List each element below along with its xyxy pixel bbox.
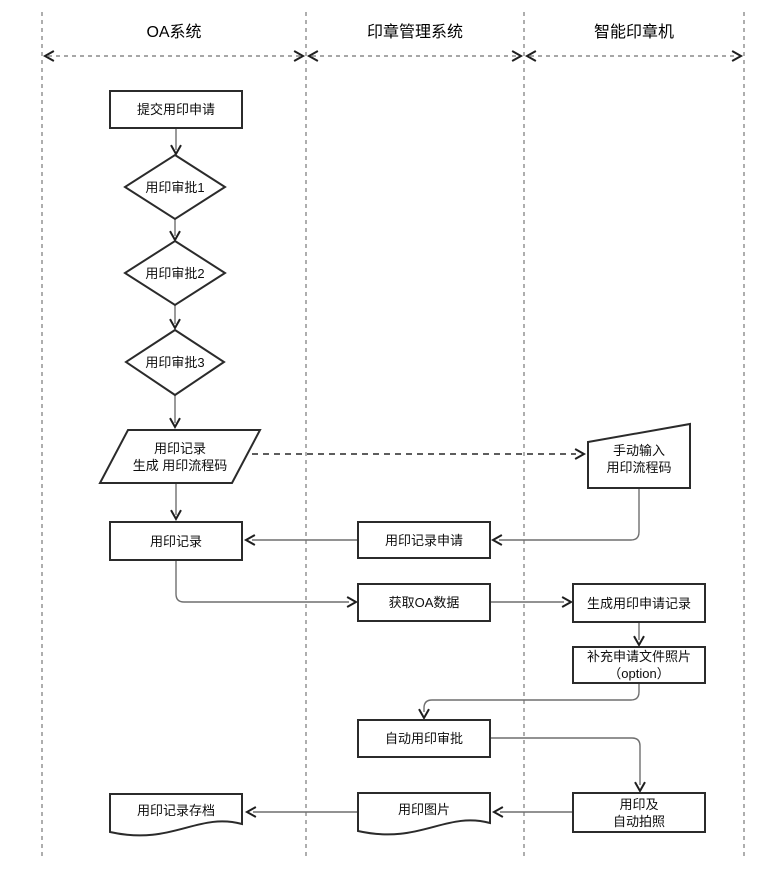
arrow-right-icon xyxy=(731,50,744,62)
node-fetch-oa-data: 获取OA数据 xyxy=(388,595,460,610)
node-manual-input-code: 手动输入 用印流程码 xyxy=(606,443,672,475)
node-generate-request-record: 生成用印申请记录 xyxy=(586,595,691,611)
shape-manual-input xyxy=(587,422,691,489)
lane-separators xyxy=(41,12,745,858)
arrow-right-icon xyxy=(346,596,359,608)
arrow-right-icon xyxy=(574,448,587,460)
connector-photooption-autoapprove xyxy=(423,683,640,712)
shape-record xyxy=(109,521,243,561)
arrow-left-icon xyxy=(42,50,55,62)
node-photo-option: 补充申请文件照片 （option） xyxy=(586,649,691,681)
node-approval-2: 用印审批2 xyxy=(145,265,205,281)
node-record-generate-code: 用印记录 生成 用印流程码 xyxy=(132,440,228,473)
shape-stamp-and-photo xyxy=(572,792,706,833)
arrow-down-icon xyxy=(634,781,646,794)
connectors xyxy=(169,128,646,818)
node-submit-application: 提交用印申请 xyxy=(136,102,215,117)
lane-header-seal-management-system: 印章管理系统 xyxy=(366,24,463,41)
node-stamp-image: 用印图片 xyxy=(397,802,450,817)
arrow-left-icon xyxy=(306,50,319,62)
node-stamp-and-photo: 用印及 自动拍照 xyxy=(612,796,665,829)
shape-record-gen-parallelogram xyxy=(98,429,262,484)
arrow-down-icon xyxy=(170,144,182,157)
node-auto-approve: 自动用印审批 xyxy=(384,731,463,746)
arrow-right-icon xyxy=(561,596,574,608)
shape-generate-request-record xyxy=(572,583,706,623)
node-archive: 用印记录存档 xyxy=(136,803,215,818)
shape-stamp-image-document xyxy=(357,792,491,836)
arrow-left-icon xyxy=(491,806,504,818)
arrow-left-icon xyxy=(244,806,257,818)
node-shapes xyxy=(98,90,706,837)
arrow-down-icon xyxy=(418,708,430,721)
shape-approval-3-diamond xyxy=(124,328,226,397)
lane-span-arrows xyxy=(42,50,744,62)
shape-record-request xyxy=(357,521,491,559)
node-record-request: 用印记录申请 xyxy=(384,532,463,548)
arrow-right-icon xyxy=(511,50,524,62)
node-record: 用印记录 xyxy=(149,533,202,549)
shape-submit-application xyxy=(109,90,243,129)
connector-autoapprove-stampphoto xyxy=(490,737,641,785)
shape-archive-document xyxy=(109,793,243,837)
arrow-down-icon xyxy=(170,509,182,522)
shape-auto-approve xyxy=(357,719,491,758)
lane-header-smart-seal-machine: 智能印章机 xyxy=(593,24,674,41)
arrow-left-icon xyxy=(490,534,503,546)
shape-fetch-oa-data xyxy=(357,583,491,622)
arrow-down-icon xyxy=(633,635,645,648)
arrow-right-icon xyxy=(293,50,306,62)
node-approval-3: 用印审批3 xyxy=(145,355,205,370)
arrow-down-icon xyxy=(169,318,181,331)
arrow-left-icon xyxy=(243,534,256,546)
shape-approval-1-diamond xyxy=(123,153,227,221)
node-approval-1: 用印审批1 xyxy=(145,179,205,195)
shape-photo-option xyxy=(572,646,706,684)
shape-approval-2-diamond xyxy=(123,239,227,307)
arrow-down-icon xyxy=(169,417,181,430)
lane-header-oa-system: OA系统 xyxy=(146,24,202,41)
arrow-left-icon xyxy=(524,50,537,62)
connector-manualinput-recordrequest xyxy=(499,488,640,541)
connector-record-fetchoa xyxy=(175,560,349,603)
